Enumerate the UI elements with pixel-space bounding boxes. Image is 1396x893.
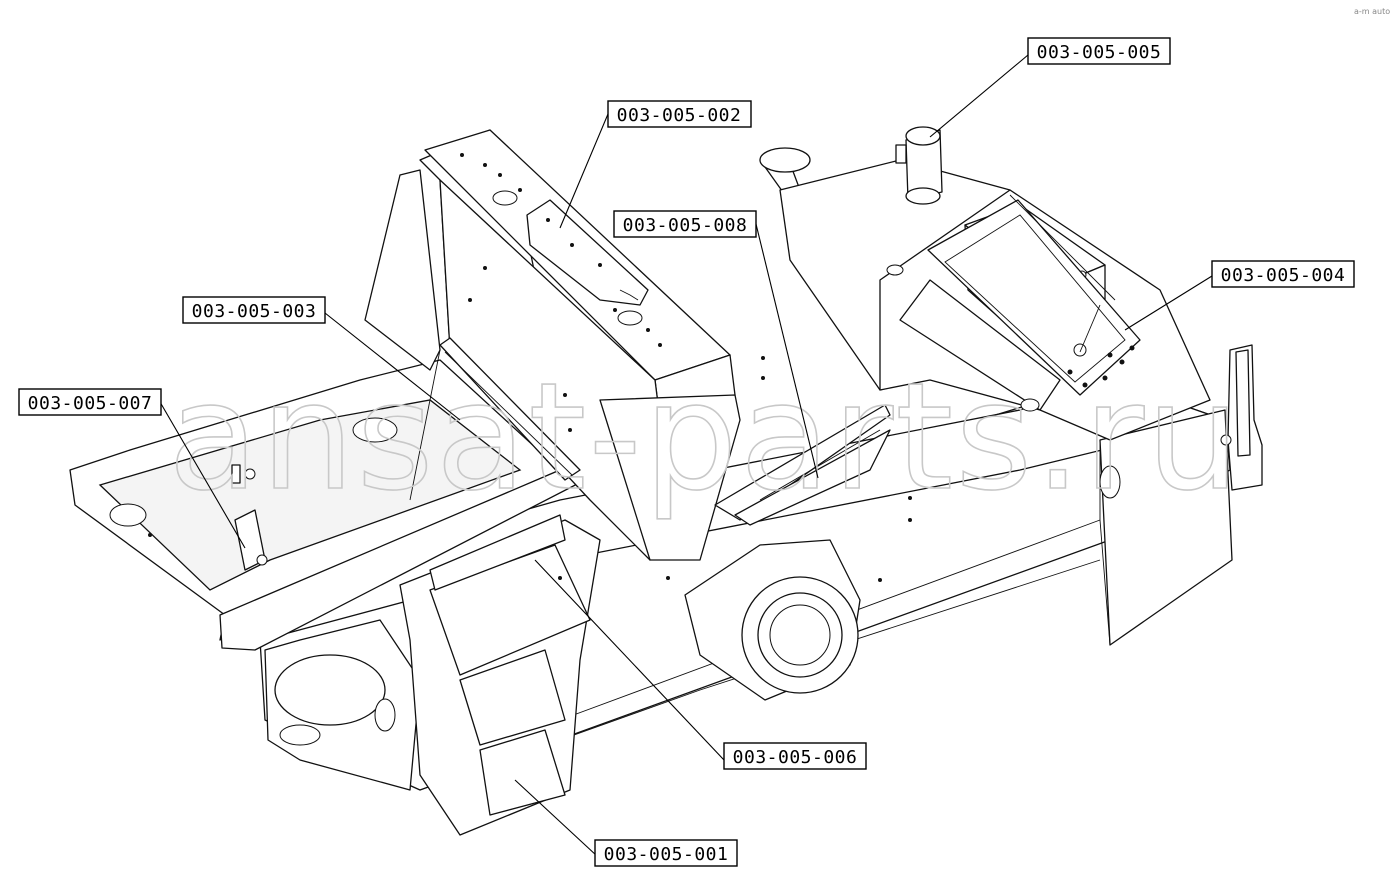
callout-003-005-003: 003-005-003: [182, 296, 326, 324]
callout-003-005-005: 003-005-005: [1027, 37, 1171, 65]
leader-003-005-008: [755, 223, 819, 479]
callout-003-005-008: 003-005-008: [613, 210, 757, 238]
callout-label: 003-005-004: [1221, 265, 1346, 286]
callout-label: 003-005-008: [623, 215, 748, 236]
callout-003-005-001: 003-005-001: [594, 839, 738, 867]
leader-003-005-004: [1124, 275, 1213, 331]
step-plate: [714, 404, 891, 526]
callout-label: 003-005-006: [733, 747, 858, 768]
leader-003-005-006: [534, 559, 725, 761]
callout-003-005-007: 003-005-007: [18, 388, 162, 416]
leader-003-005-005: [929, 54, 1029, 138]
callout-label: 003-005-001: [604, 844, 729, 865]
callout-003-005-006: 003-005-006: [723, 742, 867, 770]
callout-label: 003-005-005: [1037, 42, 1162, 63]
callout-003-005-004: 003-005-004: [1211, 260, 1355, 288]
leader-003-005-007: [159, 401, 246, 549]
frame-holes: [148, 356, 912, 582]
tank-and-battery: [759, 126, 1211, 499]
center-tower: [364, 129, 741, 561]
callout-003-005-002: 003-005-002: [607, 100, 752, 128]
leader-lines: [159, 54, 1213, 857]
corner-mark: a-m auto: [1354, 7, 1390, 16]
watermark: ansat-parts.ru: [168, 351, 1242, 523]
leader-003-005-003: [324, 312, 461, 421]
front-end-assembly: [69, 359, 586, 791]
access-ladder: [399, 514, 601, 836]
leader-003-005-002: [559, 113, 609, 229]
callout-label: 003-005-007: [28, 393, 153, 414]
callout-label: 003-005-003: [192, 301, 317, 322]
slewing-ring: [684, 539, 861, 701]
callout-label: 003-005-002: [617, 105, 742, 126]
leader-003-005-001: [514, 779, 598, 857]
